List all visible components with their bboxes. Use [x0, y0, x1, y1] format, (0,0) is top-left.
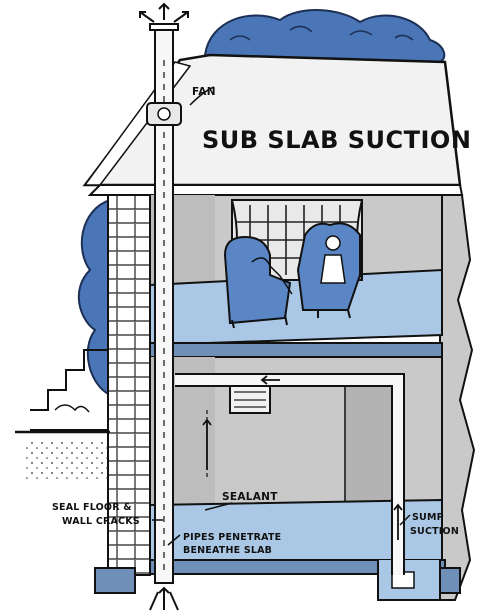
- pipes-label-line2: BENEATHE SLAB: [183, 545, 272, 556]
- diagram-title: SUB SLAB SUCTION: [202, 126, 471, 154]
- sump-label-line2: SUCTION: [410, 526, 459, 537]
- sealant-label: SEALANT: [222, 491, 278, 503]
- cutaway-right-wall: [440, 195, 474, 600]
- exhaust-arrows-icon: [140, 4, 188, 22]
- seal-label-line1: SEAL FLOOR &: [52, 502, 132, 513]
- footing: [95, 568, 135, 593]
- soil-arrows-icon: [150, 588, 178, 610]
- sump-pit-icon: [378, 560, 440, 600]
- seal-label-line2: WALL CRACKS: [62, 516, 140, 527]
- sump-label-line1: SUMP: [412, 512, 444, 523]
- window-basement: [230, 385, 270, 413]
- armchair-right: [298, 223, 360, 318]
- pipes-label-line1: PIPES PENETRATE: [183, 532, 281, 543]
- fan-label: FAN: [192, 86, 216, 98]
